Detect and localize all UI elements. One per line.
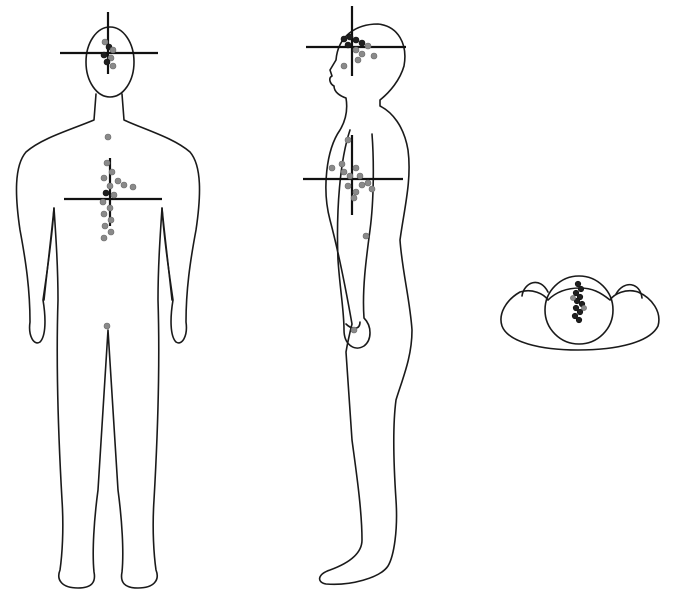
measurement-point [130,184,136,190]
measurement-point [570,295,575,300]
measurement-point [104,160,110,166]
measurement-point [581,305,586,310]
measurement-point [108,217,114,223]
measurement-point [101,175,107,181]
side-head-points [341,34,377,69]
measurement-point [100,199,106,205]
measurement-point [109,169,115,175]
measurement-point [347,34,353,40]
measurement-point [101,211,107,217]
measurement-point [357,173,363,179]
measurement-point [329,165,335,171]
measurement-point [115,178,121,184]
measurement-point [353,165,359,171]
measurement-point [347,173,353,179]
front-trunk-points [100,134,136,329]
measurement-point [353,189,359,195]
front-right-arm-inner [162,208,172,300]
measurement-point [101,52,107,58]
measurement-point [363,233,369,239]
side-view-figure [303,6,412,584]
measurement-point [104,323,110,329]
measurement-point [101,235,107,241]
measurement-point [371,53,377,59]
measurement-point [576,317,582,323]
measurement-point [102,39,108,45]
measurement-point [103,190,109,196]
front-left-arm-inner [44,208,54,300]
measurement-point [345,137,351,143]
measurement-point [105,134,111,140]
side-body-outline [320,24,412,584]
measurement-point [110,47,116,53]
measurement-point [339,161,345,167]
measurement-point [341,63,347,69]
measurement-point [121,182,127,188]
measurement-point [107,205,113,211]
measurement-point [353,37,359,43]
measurement-point [345,42,351,48]
front-body-outline [16,94,199,588]
measurement-point [341,169,347,175]
measurement-point [351,195,357,201]
measurement-point [359,182,365,188]
measurement-point [365,180,371,186]
measurement-point [578,286,584,292]
measurement-point [365,43,371,49]
top-left-arm-outline [522,282,548,296]
measurement-point [345,183,351,189]
measurement-point [359,51,365,57]
front-view-figure [16,12,199,588]
measurement-point [359,40,365,46]
measurement-point [107,183,113,189]
measurement-point [111,192,117,198]
measurement-point [369,186,375,192]
measurement-point [104,59,110,65]
top-view-figure [501,276,659,350]
measurement-point [355,57,361,63]
measurement-point [110,63,116,69]
measurement-point [351,327,357,333]
measurement-point [108,229,114,235]
measurement-point [341,36,347,42]
measurement-point [102,223,108,229]
measurement-point [575,281,581,287]
measurement-point [353,47,359,53]
